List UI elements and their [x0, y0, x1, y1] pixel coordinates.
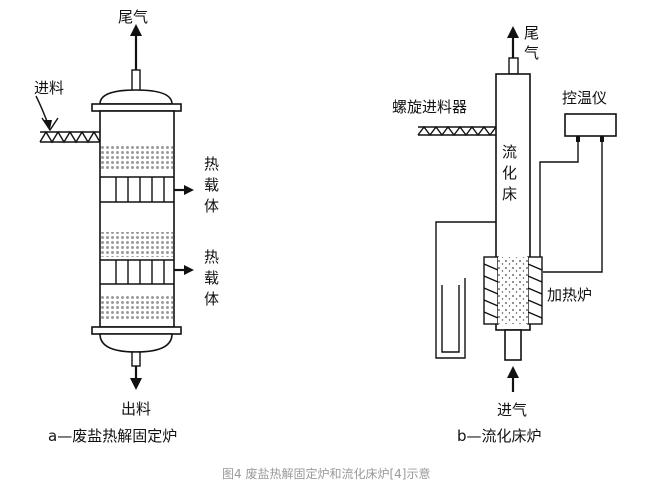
fluidized-particles — [498, 257, 528, 324]
bottom-flange-a — [91, 326, 182, 335]
svg-text:载: 载 — [204, 269, 219, 287]
heat-carrier-label-1: 热 载 体 — [204, 155, 219, 215]
packing-layer-2 — [101, 232, 173, 257]
control-wires — [539, 142, 603, 273]
heat-carrier-label-2: 热 载 体 — [204, 248, 219, 308]
bottom-head-a — [99, 333, 173, 353]
caption-b: b—流化床炉 — [457, 427, 542, 445]
discharge-arrow-a — [130, 351, 142, 390]
screw-feeder-b — [417, 125, 497, 137]
gas-inlet-pipe — [504, 329, 522, 361]
heat-carrier-grid-1 — [100, 176, 174, 203]
manometer-u-tube — [435, 221, 496, 359]
vessel-body-a — [99, 110, 175, 328]
bed-label-3: 床 — [502, 185, 517, 203]
svg-text:体: 体 — [204, 197, 219, 215]
svg-text:体: 体 — [204, 290, 219, 308]
heat-carrier-arrow-2 — [174, 265, 194, 275]
inlet-gas-label: 进气 — [497, 401, 527, 419]
exhaust-arrow-a — [130, 24, 142, 93]
controller-terminal-1 — [576, 136, 580, 142]
feed-arrow-a — [35, 95, 52, 129]
fixed-furnace-a: 尾气 — [34, 8, 219, 445]
controller-terminal-2 — [600, 136, 604, 142]
top-flange-a — [91, 103, 182, 112]
exhaust-arrow-b — [507, 26, 519, 75]
temp-controller-label: 控温仪 — [562, 89, 607, 107]
fluidized-bed-b: 尾 气 流 化 床 螺旋进料器 控温仪 加热炉 — [392, 24, 617, 445]
heat-carrier-arrow-1 — [174, 185, 194, 195]
bed-label-1: 流 — [502, 143, 517, 161]
figure-caption: 图4 废盐热解固定炉和流化床炉[4]示意 — [222, 466, 430, 481]
feed-label-a: 进料 — [34, 79, 64, 97]
exhaust-label-b-2: 气 — [524, 44, 539, 62]
feed-screw-a — [39, 117, 101, 144]
exhaust-label-b-1: 尾 — [524, 24, 539, 42]
heating-furnace-label: 加热炉 — [547, 286, 592, 304]
bed-label-2: 化 — [502, 164, 517, 182]
discharge-label-a: 出料 — [121, 400, 151, 418]
top-head-a — [99, 89, 173, 105]
caption-a: a—废盐热解固定炉 — [48, 427, 177, 445]
packing-layer-1 — [101, 145, 173, 170]
svg-text:载: 载 — [204, 176, 219, 194]
svg-text:热: 热 — [204, 248, 219, 266]
inlet-arrow-b — [507, 366, 519, 392]
heater-coils — [483, 263, 543, 319]
heat-carrier-grid-2 — [100, 259, 174, 285]
packing-layer-3 — [101, 296, 173, 321]
svg-text:热: 热 — [204, 155, 219, 173]
screw-feeder-label: 螺旋进料器 — [392, 98, 467, 116]
exhaust-label-a: 尾气 — [118, 8, 148, 26]
temp-controller-box — [564, 113, 617, 137]
